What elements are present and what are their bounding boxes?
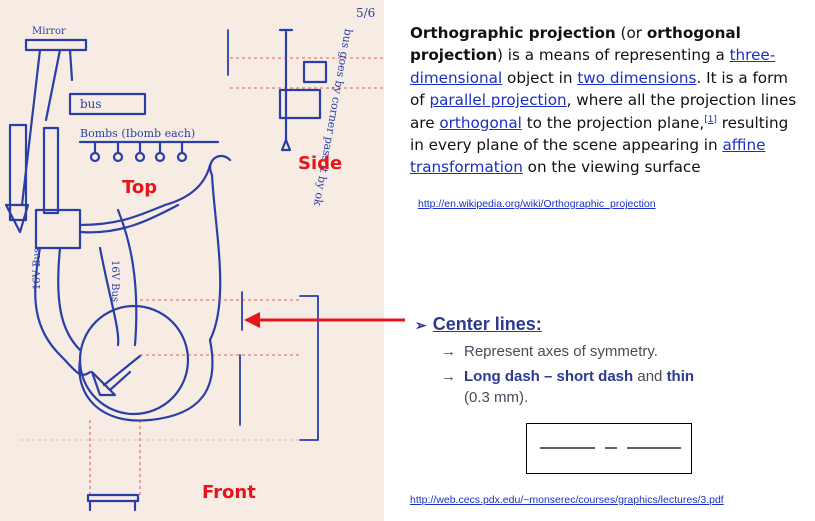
center-line-sample [540,447,681,449]
bullet-item-1: → Represent axes of symmetry. [441,343,658,360]
definition-text: object in [502,68,578,87]
front-label: Front [202,482,256,503]
definition-text: ) is a means of representing a [497,46,730,65]
center-line-sample-box [526,423,692,474]
bullet-text: (0.3 mm). [464,389,529,406]
wiki-url-link[interactable]: http://en.wikipedia.org/wiki/Orthographi… [418,198,656,210]
side-label: Side [298,153,343,174]
link-parallel-projection[interactable]: parallel projection [429,91,567,110]
pdx-url-link[interactable]: http://web.cecs.pdx.edu/~monserec/course… [410,494,724,506]
page-number-text: 5/6 [356,6,376,20]
reference-link[interactable]: [1] [704,114,717,125]
red-arrow [244,312,405,328]
bullet-text: Represent axes of symmetry. [464,343,658,360]
definition-paragraph: Orthographic projection (or orthogonal p… [410,22,800,179]
term2-bold: orthogonal projection [410,24,741,65]
definition-text: on the viewing surface [522,158,701,177]
definition-text: (or [615,24,647,42]
sketch-drawing [4,28,384,512]
bus-text: bus [80,97,102,111]
bombs-text: Bombs (Ibomb each) [80,127,196,140]
sketch-image: Mirror bus Bombs (Ibomb each) 16V Bus 16… [0,0,384,521]
center-lines-heading-text: Center lines: [432,314,542,334]
arrow-icon: → [441,343,456,360]
arrow-icon: → [441,368,456,385]
definition-text: , where all the projection lines are [410,91,797,132]
bullet-item-2-tail: (0.3 mm). [464,389,528,406]
top-label: Top [122,177,158,198]
term-bold: Orthographic projection [410,24,616,42]
definition-text: to the projection plane, [521,113,705,132]
link-three-dimensional[interactable]: three-dimensional [410,46,776,87]
bullet-bold-text: thin [666,368,695,385]
bus-vertical-text-1: 16V Bus [109,260,120,303]
definition-text: resulting in every plane of the scene ap… [410,113,789,155]
bullet-item-2: → Long dash – short dash and thin [441,368,694,385]
bus-vertical-text-2: 16V Bus [32,247,43,290]
bullet-marker-icon: ➢ [415,317,427,333]
link-orthogonal[interactable]: orthogonal [439,113,522,132]
bullet-bold-text: Long dash – short dash [464,368,634,385]
bullet-text: and [633,368,667,385]
link-two-dimensions[interactable]: two dimensions [577,68,697,87]
mirror-text: Mirror [32,26,66,37]
center-lines-heading: ➢ Center lines: [415,314,542,335]
link-affine-transformation[interactable]: affine transformation [410,136,766,177]
definition-text: . It is a form of [410,68,788,110]
